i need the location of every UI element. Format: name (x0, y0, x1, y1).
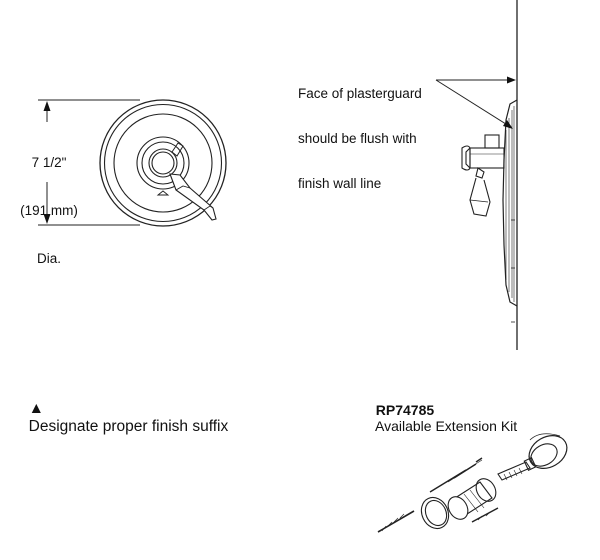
callout-line-3: finish wall line (298, 176, 382, 191)
extension-kit-label: RP74785 Available Extension Kit (368, 386, 517, 434)
finish-suffix-note: ▲ Designate proper finish suffix (20, 382, 229, 436)
diameter-dimension-label: 7 1/2" (191 mm) Dia. (14, 123, 84, 283)
dimension-line-1: 7 1/2" (31, 155, 67, 170)
dimension-line-2: (191 mm) (20, 203, 78, 218)
front-view-trim (38, 99, 227, 227)
dimension-line-3: Dia. (36, 251, 61, 266)
callout-line-1: Face of plasterguard (298, 86, 422, 101)
kit-part-number: RP74785 (375, 402, 435, 418)
side-view-valve (461, 0, 518, 350)
callout-leaders (435, 76, 516, 129)
kit-description: Available Extension Kit (375, 418, 518, 434)
triangle-icon: ▲ (28, 400, 44, 417)
finish-suffix-text: Designate proper finish suffix (28, 418, 229, 435)
extension-kit-exploded-view (377, 433, 568, 533)
callout-line-2: should be flush with (298, 131, 417, 146)
plasterguard-callout: Face of plasterguard should be flush wit… (298, 56, 422, 206)
